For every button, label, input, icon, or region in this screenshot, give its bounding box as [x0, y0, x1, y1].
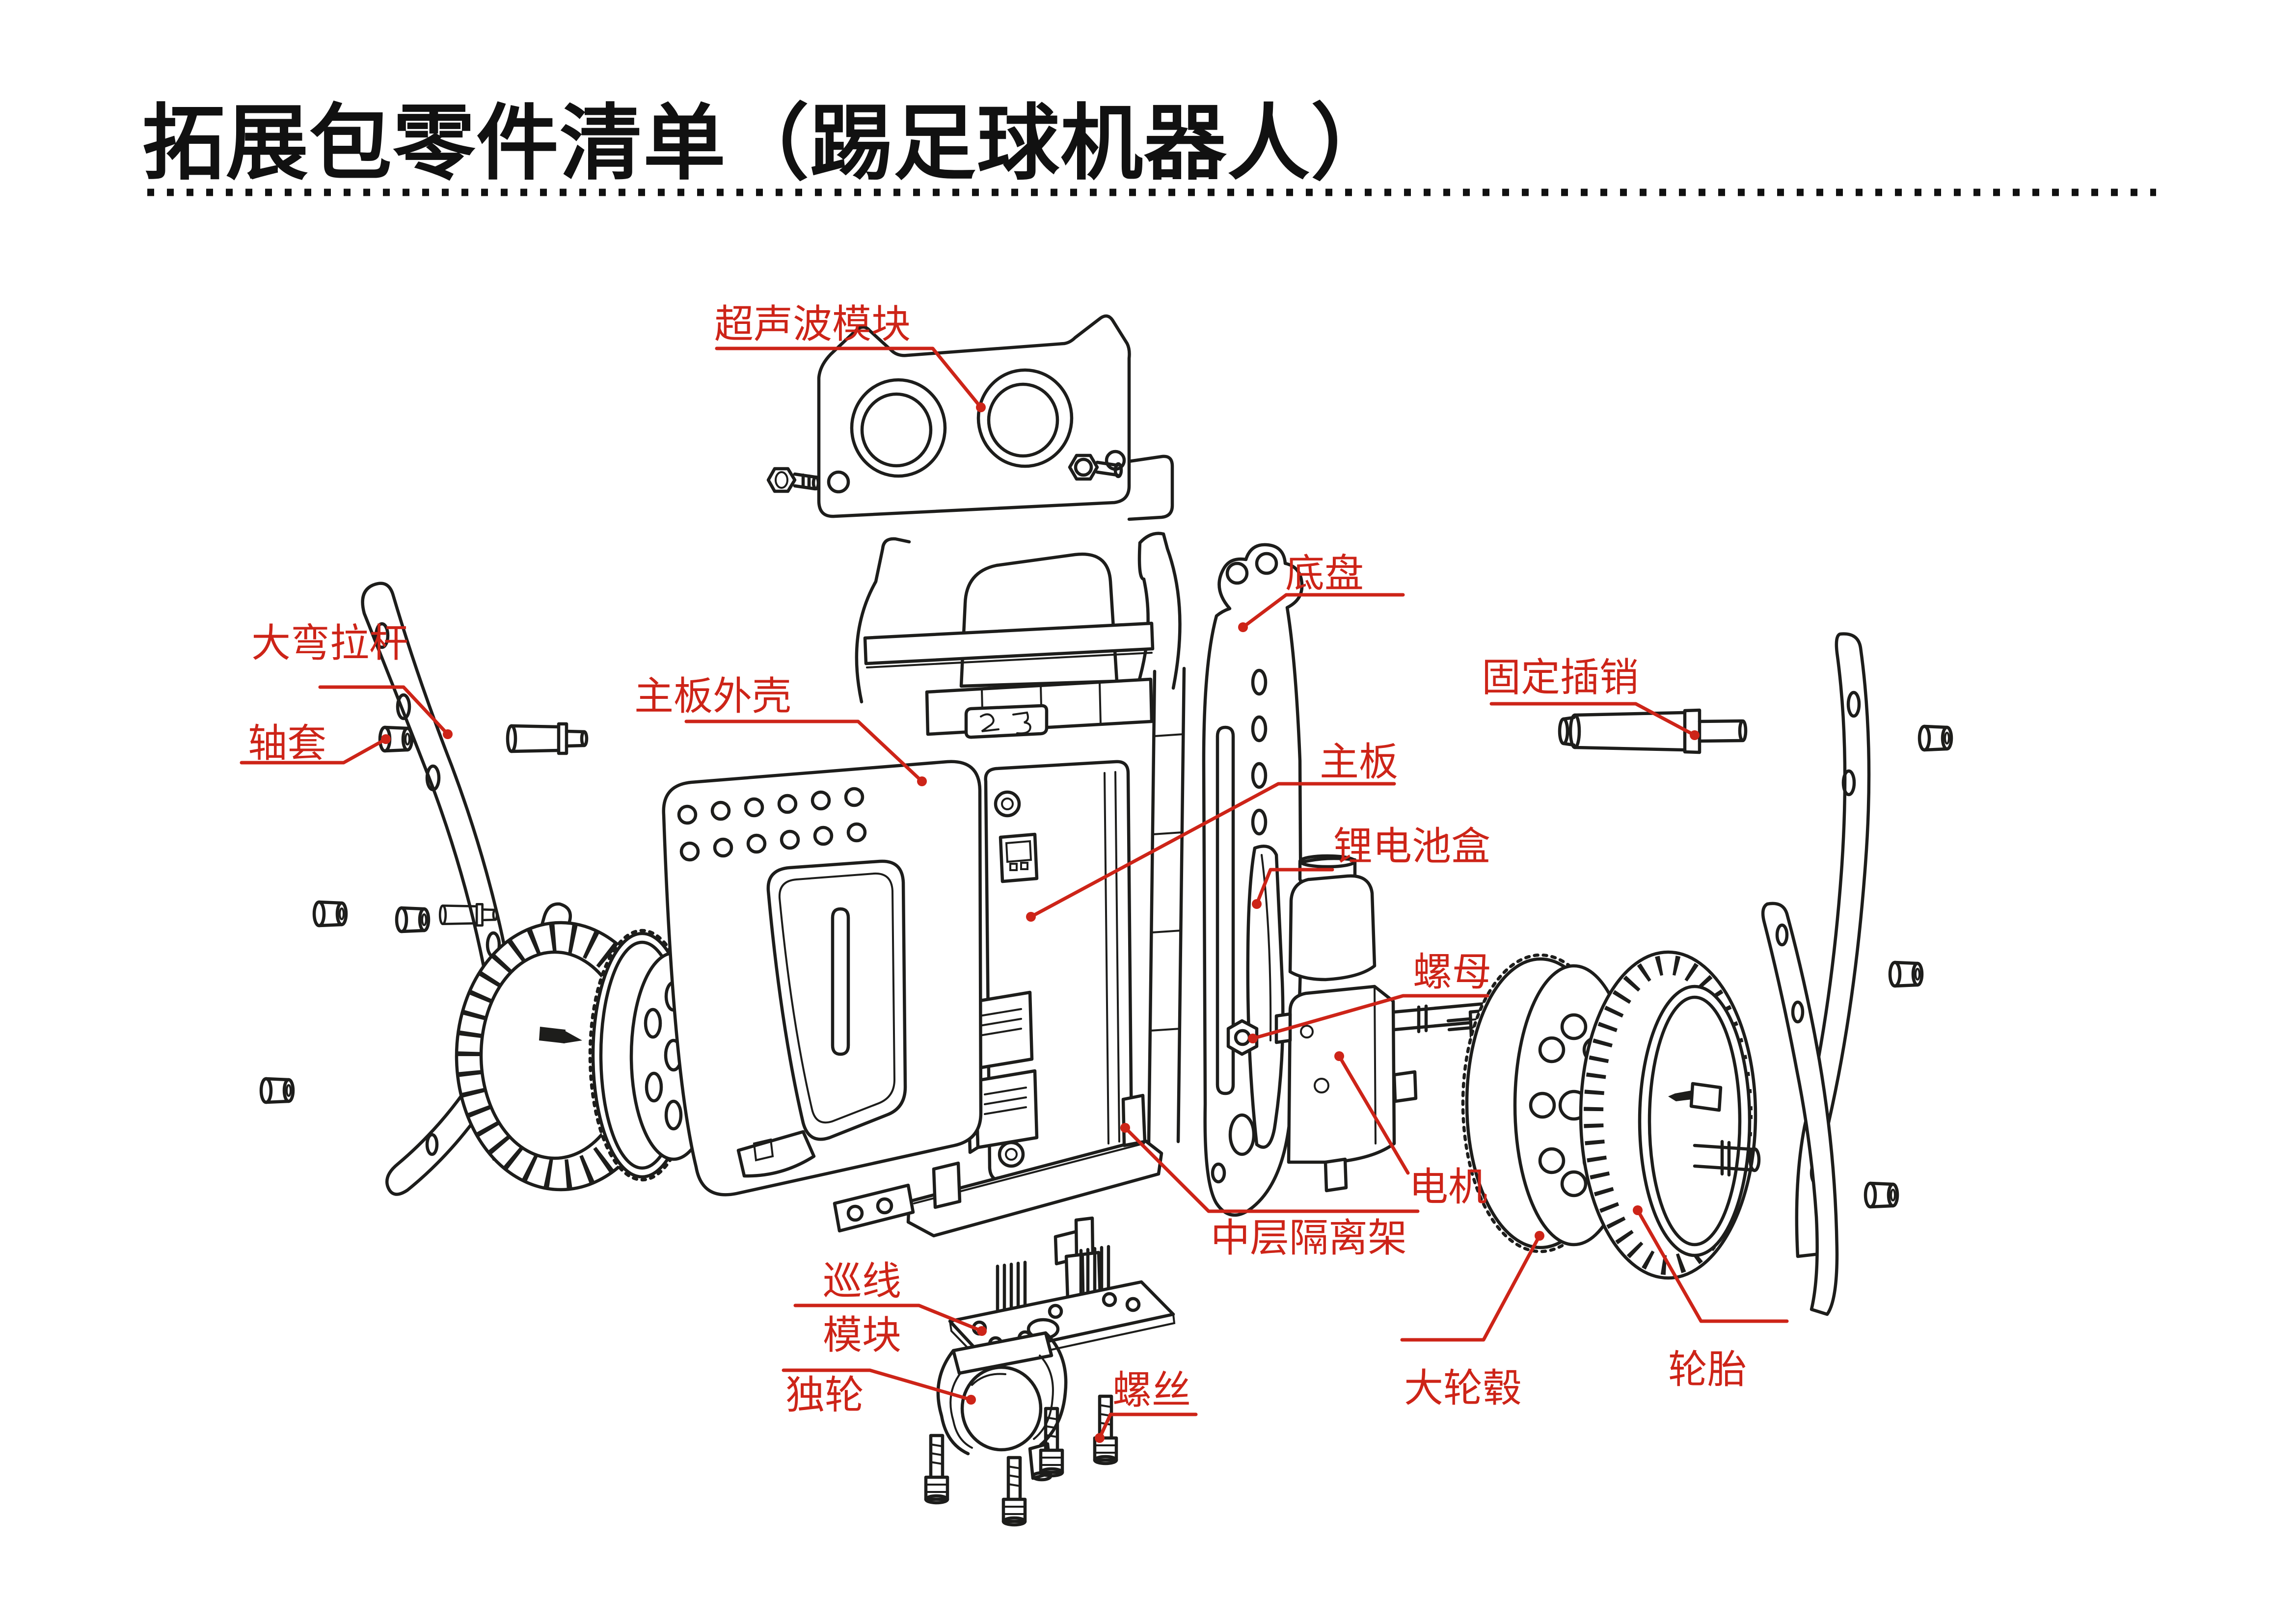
label-mainboard-text: 主板: [1320, 740, 1398, 784]
header-pins-2: [1079, 1245, 1110, 1305]
label-fixing-pin-text: 固定插销: [1482, 656, 1639, 699]
label-big-hub-text: 大轮毂: [1404, 1366, 1522, 1410]
neck-bracket: [855, 532, 1182, 739]
header-pins-1: [996, 1260, 1027, 1322]
caster-ball: [960, 1365, 1043, 1452]
label-screw-text: 螺丝: [1112, 1368, 1191, 1412]
label-tire-text: 轮胎: [1668, 1348, 1747, 1391]
inner-bracket-column: [1147, 666, 1186, 1145]
battery: [1288, 854, 1377, 982]
ultrasonic-eye-left: [850, 378, 947, 478]
label-screw: 螺丝: [1095, 1368, 1198, 1443]
label-caster: 独轮: [782, 1368, 976, 1417]
right-tire: [1579, 950, 1761, 1280]
label-line-module-text-1: 巡线: [823, 1259, 901, 1303]
label-motor-text: 电机: [1409, 1165, 1487, 1209]
label-line-module: 巡线 模块: [793, 1259, 987, 1357]
label-caster-text: 独轮: [785, 1373, 864, 1417]
mainboard-case-part: [662, 760, 983, 1197]
tire-axle-pin: [1693, 1144, 1756, 1172]
label-motor: 电机: [1334, 1051, 1487, 1209]
label-ultrasonic-text: 超声波模块: [714, 302, 911, 346]
annotations: 超声波模块 底盘 大弯拉杆 轴套 主板外壳 固定插销: [240, 302, 1789, 1443]
ultrasonic-eye-right: [976, 368, 1074, 468]
right-bushings: [1865, 726, 1951, 1207]
label-line-module-text-2: 模块: [823, 1313, 901, 1357]
page-title: 拓展包零件清单（踢足球机器人）: [142, 97, 1394, 189]
line-module-assembly: [948, 1216, 1176, 1368]
label-big-hub: 大轮毂: [1400, 1231, 1544, 1410]
label-ultrasonic: 超声波模块: [714, 302, 986, 412]
middle-isolation-frame: [833, 1093, 1163, 1266]
label-fixing-pin: 固定插销: [1482, 656, 1700, 740]
label-bushing-text: 轴套: [248, 721, 326, 765]
battery-box: [1246, 845, 1285, 1149]
label-big-curved-rod-text: 大弯拉杆: [251, 621, 408, 665]
head-screw: [766, 467, 797, 493]
label-battery-box-text: 锂电池盒: [1333, 825, 1490, 868]
label-nut-text: 螺母: [1413, 950, 1491, 994]
label-middle-frame-text: 中层隔离架: [1211, 1216, 1407, 1260]
label-middle-frame: 中层隔离架: [1120, 1123, 1420, 1260]
label-mainboard-case-text: 主板外壳: [634, 674, 791, 718]
label-chassis-text: 底盘: [1285, 552, 1364, 595]
logo-plate: [964, 704, 1049, 739]
label-nut: 螺母: [1248, 950, 1491, 1043]
label-mainboard: 主板: [1026, 740, 1398, 922]
mainboard-pcb: [961, 760, 1134, 1182]
label-mainboard-case: 主板外壳: [634, 674, 927, 786]
label-bushing: 轴套: [240, 721, 391, 765]
rj-port-2: [974, 1069, 1039, 1149]
leader-ultrasonic: [715, 346, 983, 409]
left-wheel-screw: [539, 1027, 566, 1043]
label-battery-box: 锂电池盒: [1252, 825, 1490, 909]
axle-pin: [508, 724, 587, 753]
label-chassis: 底盘: [1238, 552, 1405, 632]
screw-part: [926, 1436, 947, 1503]
ultrasonic-module-part: [766, 314, 1174, 521]
motor: [1274, 984, 1418, 1193]
right-curved-rods: [1761, 632, 1871, 1316]
label-tire: 轮胎: [1633, 1205, 1789, 1391]
label-big-curved-rod: 大弯拉杆: [251, 621, 453, 739]
tire-screw: [1689, 1082, 1723, 1112]
fixing-pin-part: [1558, 708, 1748, 754]
